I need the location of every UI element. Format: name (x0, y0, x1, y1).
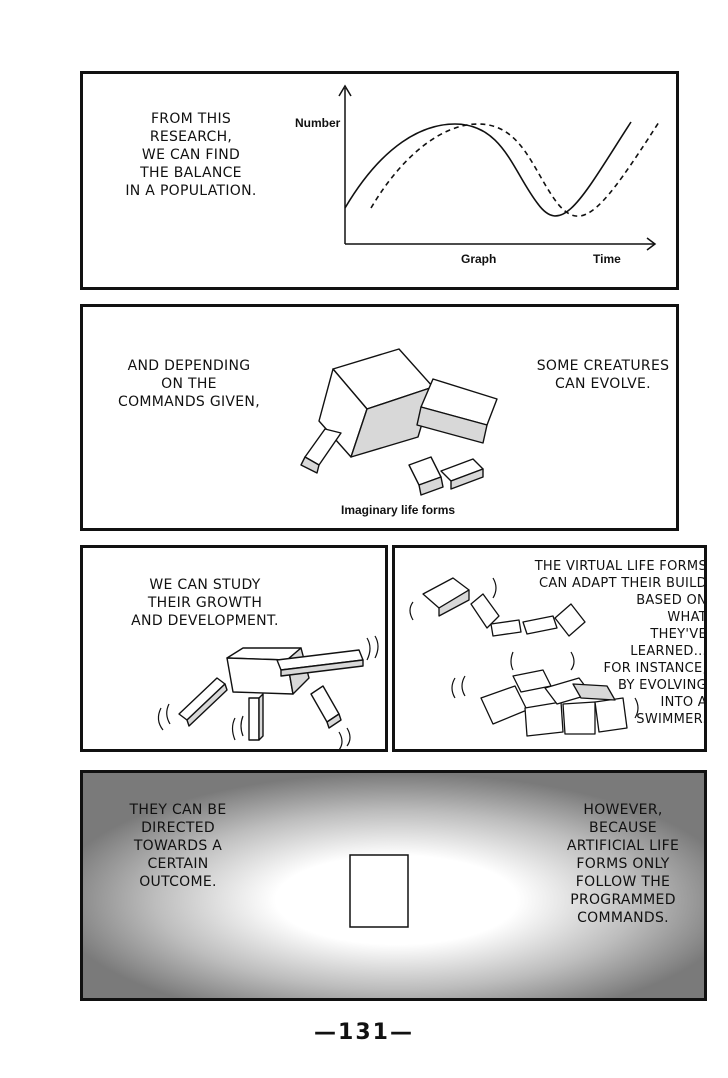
panel-population-graph: FROM THIS RESEARCH, WE CAN FIND THE BALA… (80, 71, 679, 290)
panel-programmed-commands: THEY CAN BE DIRECTED TOWARDS A CERTAIN O… (80, 770, 707, 1001)
panel-growth-development: WE CAN STUDY THEIR GROWTH AND DEVELOPMEN… (80, 545, 388, 752)
graph-x-arrow (646, 237, 657, 251)
panel-swimmer-evolution: THE VIRTUAL LIFE FORMS CAN ADAPT THEIR B… (392, 545, 707, 752)
graph-curve-solid (344, 121, 632, 217)
graph-caption: Graph (461, 252, 497, 266)
walking-creature-figure (157, 635, 379, 749)
caption-creatures-evolve: SOME CREATURES CAN EVOLVE. (536, 358, 670, 392)
caption-population-balance: FROM THIS RESEARCH, WE CAN FIND THE BALA… (125, 111, 257, 199)
back-leg-side (418, 476, 444, 496)
caption-study-growth: WE CAN STUDY THEIR GROWTH AND DEVELOPMEN… (131, 577, 279, 629)
swimmer-creature-figure (409, 577, 639, 737)
population-graph (338, 84, 660, 251)
panel-imaginary-life-forms: AND DEPENDING ON THE COMMANDS GIVEN, SOM… (80, 304, 679, 531)
caption-evolving-swimmer: FOR INSTANCE, BY EVOLVING INTO A SWIMMER… (603, 661, 707, 727)
radial-burst-background (83, 773, 704, 998)
graph-curve-dashed (370, 121, 660, 217)
imaginary-life-form-figure (300, 348, 498, 496)
caption-depending-on-commands: AND DEPENDING ON THE COMMANDS GIVEN, (118, 358, 260, 410)
page-number: —131— (314, 1020, 414, 1045)
caption-virtual-life-adapt: THE VIRTUAL LIFE FORMS CAN ADAPT THEIR B… (534, 559, 707, 659)
upper-slab-side (416, 406, 488, 444)
graph-x-label: Time (593, 252, 621, 266)
caption-directed-outcome: THEY CAN BE DIRECTED TOWARDS A CERTAIN O… (129, 802, 227, 890)
caption-artificial-life-limits: HOWEVER, BECAUSE ARTIFICIAL LIFE FORMS O… (566, 802, 680, 926)
figure-label-imaginary-life-forms: Imaginary life forms (341, 503, 456, 517)
graph-y-arrow (338, 84, 352, 97)
graph-y-label: Number (295, 116, 341, 130)
tail-block-side (450, 468, 484, 490)
central-box (349, 854, 409, 928)
front-leg-side (300, 456, 320, 474)
